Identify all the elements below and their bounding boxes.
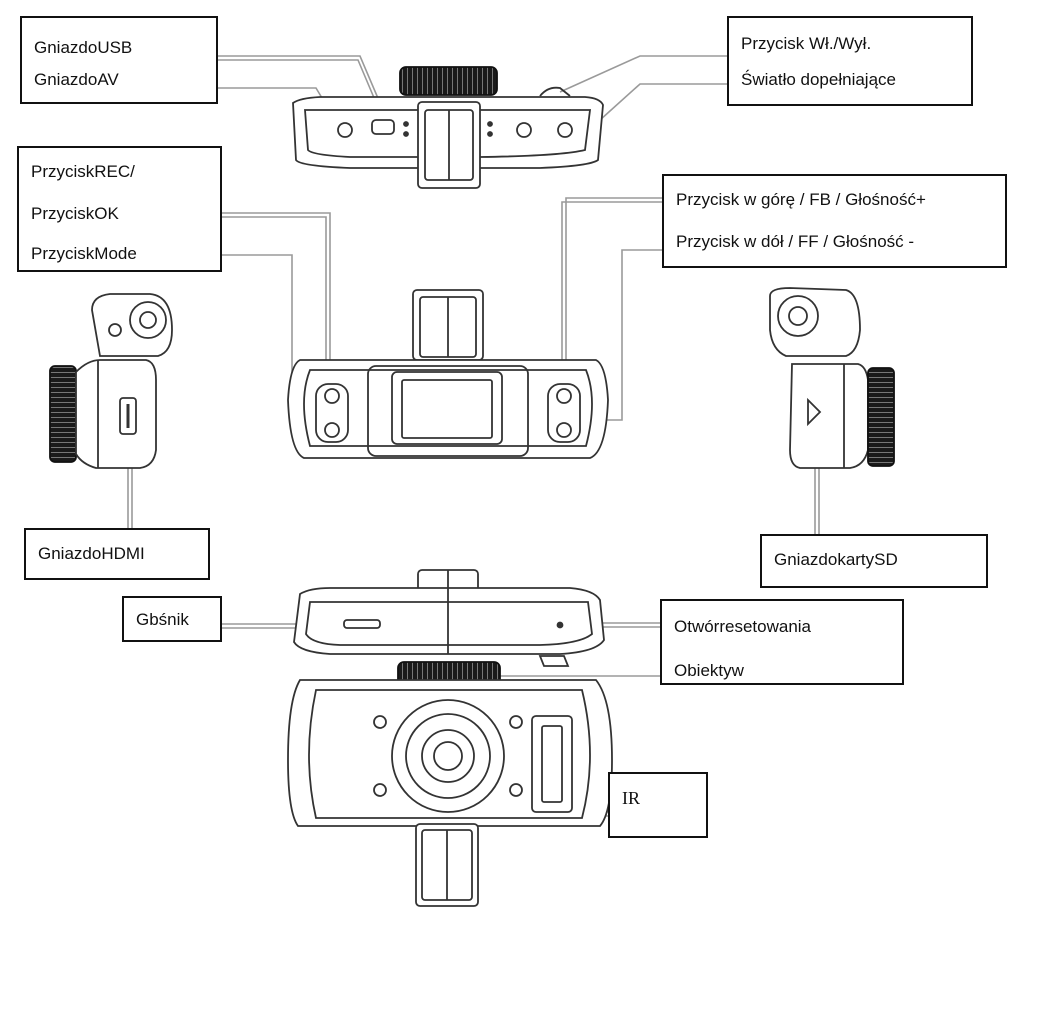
label-box-ir: IR bbox=[608, 772, 708, 838]
label-up-button: Przycisk w górę / FB / Głośność+ bbox=[676, 190, 926, 209]
label-ir: IR bbox=[622, 788, 640, 808]
label-sd-slot: GniazdokartySD bbox=[774, 550, 898, 569]
label-ok-button: PrzyciskOK bbox=[31, 204, 119, 223]
label-box-sd: GniazdokartySD bbox=[760, 534, 988, 588]
label-box-usb-av: GniazdoUSB GniazdoAV bbox=[20, 16, 218, 104]
camera-top-view bbox=[292, 66, 604, 189]
label-power-button: Przycisk Wł./Wył. bbox=[741, 34, 872, 53]
label-lens: Obiektyw bbox=[674, 661, 744, 680]
label-usb-socket: GniazdoUSB bbox=[34, 38, 133, 57]
label-box-power-light: Przycisk Wł./Wył. Światło dopełniające bbox=[727, 16, 973, 106]
label-down-button: Przycisk w dół / FF / Głośność - bbox=[676, 232, 915, 251]
label-box-up-down: Przycisk w górę / FB / Głośność+ Przycis… bbox=[662, 174, 1007, 268]
label-reset-hole: Otwórresetowania bbox=[674, 617, 812, 636]
camera-front-view bbox=[287, 679, 613, 907]
label-box-rec-ok-mode: PrzyciskREC/ PrzyciskOK PrzyciskMode bbox=[17, 146, 222, 272]
label-mode-button: PrzyciskMode bbox=[31, 244, 137, 263]
camera-back-view bbox=[287, 289, 609, 459]
camera-bottom-view bbox=[293, 569, 605, 691]
label-fill-light: Światło dopełniające bbox=[741, 70, 896, 89]
label-av-socket: GniazdoAV bbox=[34, 70, 119, 89]
label-speaker: Gbśnik bbox=[136, 610, 189, 629]
label-box-reset-lens: Otwórresetowania Obiektyw bbox=[660, 599, 904, 685]
label-rec-button: PrzyciskREC/ bbox=[31, 162, 135, 181]
camera-right-side-view bbox=[769, 287, 895, 469]
label-box-hdmi: GniazdoHDMI bbox=[24, 528, 210, 580]
label-hdmi-socket: GniazdoHDMI bbox=[38, 544, 145, 563]
camera-left-side-view bbox=[49, 293, 173, 469]
label-box-speaker: Gbśnik bbox=[122, 596, 222, 642]
